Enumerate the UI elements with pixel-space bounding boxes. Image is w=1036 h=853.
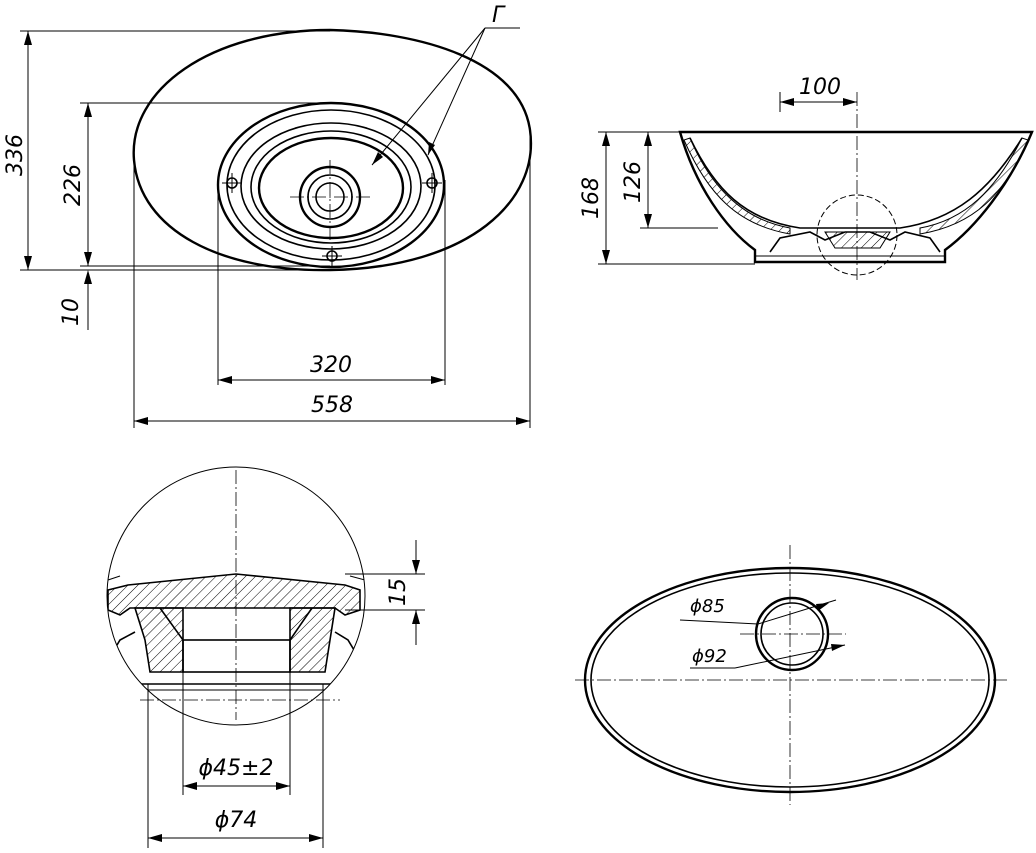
bowl-ring-4 — [250, 130, 412, 244]
dim-15-label: 15 — [386, 578, 411, 606]
dim-168-label: 168 — [579, 177, 604, 219]
top-view: Г 336 226 10 320 558 — [3, 3, 533, 428]
detail-boundary-circle — [106, 466, 366, 726]
detail-callout-circle — [816, 194, 898, 276]
dim-phi74-label: ϕ74 — [215, 808, 258, 833]
dim-phi85-label: ϕ85 — [690, 596, 725, 617]
side-section-view: 100 168 126 — [579, 75, 1034, 280]
dim-320-label: 320 — [310, 353, 352, 378]
dim-phi45-label: ϕ45±2 — [199, 756, 274, 781]
dim-226-label: 226 — [61, 164, 86, 206]
dim-558-label: 558 — [311, 393, 353, 418]
bottom-view: ϕ85 ϕ92 — [575, 545, 1010, 805]
detail-marker-label: Г — [492, 3, 506, 28]
outer-rim-outline — [132, 28, 533, 272]
bowl-ring-3 — [240, 122, 422, 250]
bowl-inner-profile — [689, 137, 1023, 229]
dim-126-label: 126 — [621, 161, 646, 203]
dim-phi92-label: ϕ92 — [692, 646, 727, 667]
dim-100-label: 100 — [799, 75, 841, 100]
bowl-inner-ring — [257, 136, 405, 240]
drain-detail-view: 15 ϕ45±2 ϕ74 — [106, 466, 425, 848]
dim-10-label: 10 — [59, 298, 84, 326]
dim-336-label: 336 — [3, 134, 28, 176]
